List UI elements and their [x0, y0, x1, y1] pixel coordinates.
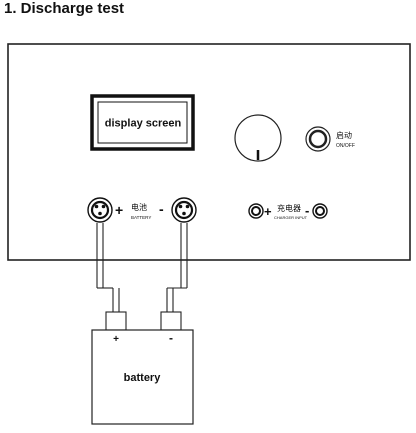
adjustment-knob[interactable]	[234, 114, 282, 162]
power-button-label-cn: 启动	[336, 130, 352, 140]
display-screen: display screen	[90, 94, 195, 151]
charger-minus-sign: -	[305, 203, 309, 218]
battery-label-en: BATTERY	[131, 215, 151, 220]
display-screen-label: display screen	[105, 118, 182, 130]
charger-negative-terminal[interactable]	[312, 203, 328, 219]
battery-post-plus: +	[113, 334, 119, 345]
device-panel	[7, 43, 411, 261]
positive-wire	[96, 223, 120, 312]
battery-label-cn: 电池	[131, 202, 147, 212]
charger-positive-terminal[interactable]	[248, 203, 264, 219]
charger-label-en: CHARGER INPUT	[274, 215, 308, 220]
charger-plus-sign: +	[264, 204, 272, 219]
power-button[interactable]	[305, 126, 331, 152]
charger-label-cn: 充电器	[277, 203, 301, 213]
battery-negative-post	[160, 311, 182, 331]
battery-positive-post	[105, 311, 127, 331]
battery-plus-sign: +	[115, 202, 123, 218]
battery-positive-terminal[interactable]	[87, 197, 113, 223]
battery-negative-terminal[interactable]	[171, 197, 197, 223]
power-button-label-en: ON/OFF	[336, 143, 355, 149]
negative-wire	[166, 223, 188, 312]
page-title: 1. Discharge test	[4, 0, 125, 17]
battery-label: battery	[124, 372, 162, 384]
battery-minus-sign: -	[159, 201, 164, 217]
battery-post-minus: -	[169, 331, 173, 345]
battery-body	[91, 329, 194, 425]
